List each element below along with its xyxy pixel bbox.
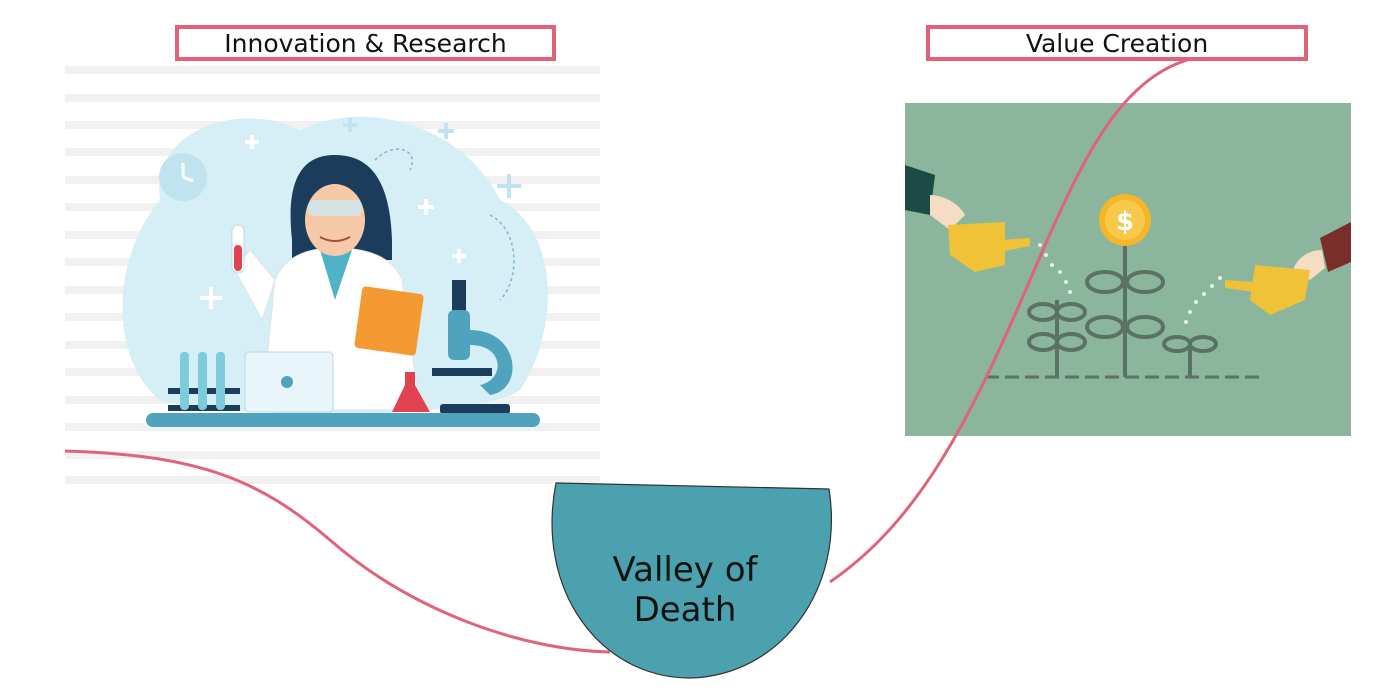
innovation-research-label: Innovation & Research [175, 25, 556, 61]
journey-curve-left [64, 449, 611, 654]
value-creation-illustration: $ [905, 103, 1351, 436]
clipboard [354, 286, 424, 356]
plant-stems [1027, 245, 1218, 377]
left-sleeve [905, 165, 935, 215]
watering-can-right [1250, 265, 1310, 315]
valley-label-line2: Death [633, 590, 737, 630]
flask [392, 372, 430, 412]
test-tube-rack [168, 352, 240, 411]
sparkle-icons [200, 135, 466, 309]
plus-icons [343, 118, 521, 198]
scientist-illustration [122, 116, 548, 427]
valley-of-death-label: Valley of Death [560, 550, 810, 630]
microscope [432, 280, 513, 414]
watering-can-left [948, 222, 1005, 272]
valley-label-line1: Valley of [612, 550, 758, 590]
valley-of-death-bowl [551, 482, 833, 679]
svg-text:$: $ [1116, 207, 1134, 237]
journey-curve-right [829, 51, 1236, 584]
right-sleeve [1320, 222, 1351, 272]
face [305, 184, 365, 256]
desk [146, 413, 540, 427]
value-creation-label: Value Creation [926, 25, 1308, 61]
water-drops [1038, 243, 1222, 324]
